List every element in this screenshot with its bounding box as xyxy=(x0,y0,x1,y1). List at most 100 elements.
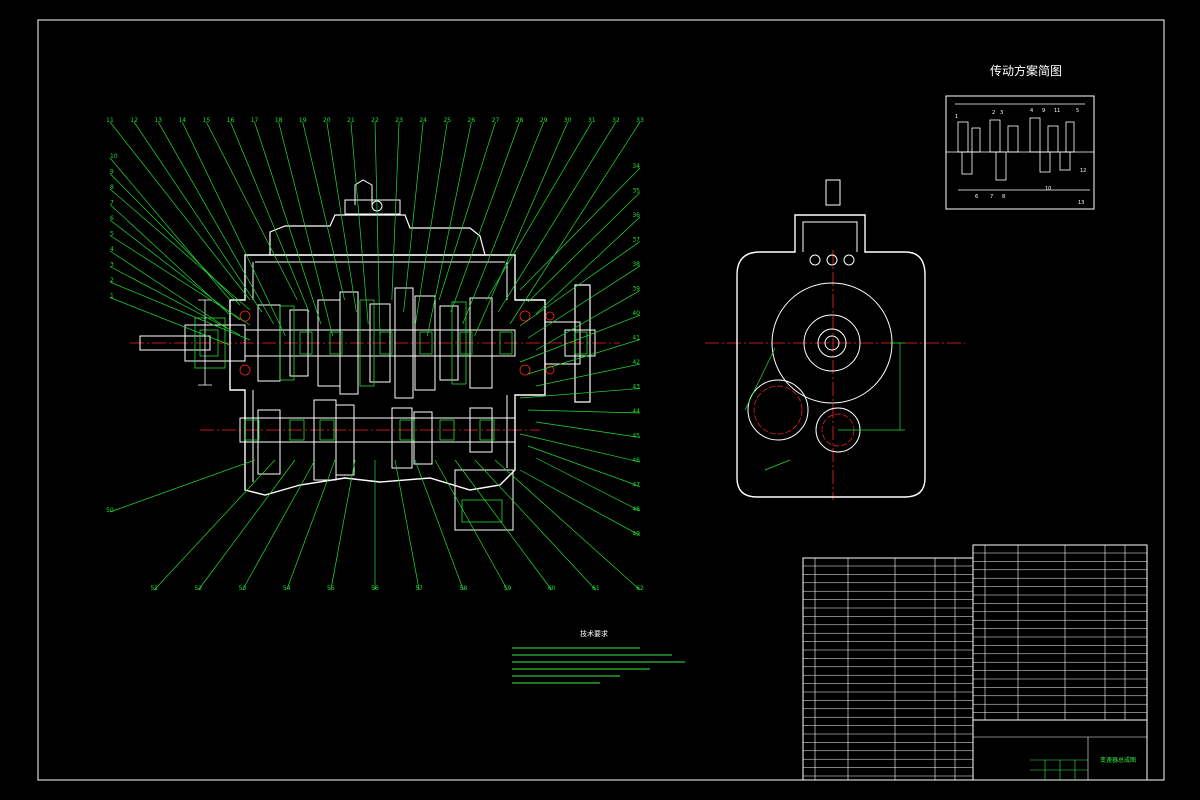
callout-left: 4 xyxy=(110,246,114,253)
tech-requirements: 技术要求 xyxy=(512,629,685,684)
callout-top: 26 xyxy=(468,117,476,124)
callout-right: 48 xyxy=(632,506,640,513)
callout-left: 7 xyxy=(110,200,114,207)
scheme-number: 4 xyxy=(1030,108,1033,114)
scheme-number: 7 xyxy=(990,194,993,200)
scheme-title: 传动方案简图 xyxy=(990,63,1062,78)
leader-line xyxy=(302,121,345,301)
callout-right: 47 xyxy=(632,482,640,489)
callout-bottom: 56 xyxy=(371,585,379,592)
callout-left: 9 xyxy=(110,169,114,176)
callout-top: 32 xyxy=(612,117,620,124)
leader-line xyxy=(286,459,336,591)
leader-line xyxy=(519,314,641,363)
leader-line xyxy=(527,192,641,303)
callout-right: 35 xyxy=(632,188,640,195)
leader-line xyxy=(519,167,641,291)
callout-top: 19 xyxy=(299,117,307,124)
scheme-number: 13 xyxy=(1078,200,1084,206)
leader-line xyxy=(535,363,641,387)
scheme-number: 2 xyxy=(992,110,995,116)
leader-line xyxy=(434,459,508,591)
leader-line xyxy=(109,157,231,301)
callout-left: 1 xyxy=(110,293,114,300)
leader-line xyxy=(414,459,464,591)
callout-right: 40 xyxy=(632,310,640,317)
leader-line xyxy=(206,121,298,301)
leader-line xyxy=(527,445,641,487)
leader-line xyxy=(391,121,400,301)
callout-bottom: 50 xyxy=(106,507,114,514)
callout-top: 15 xyxy=(203,117,211,124)
callout-top: 25 xyxy=(443,117,451,124)
scheme-number: 8 xyxy=(1002,194,1005,200)
callout-left: 10 xyxy=(110,153,118,160)
callout-right: 37 xyxy=(632,237,640,244)
leader-line xyxy=(109,219,241,321)
leader-line xyxy=(535,457,641,512)
callout-right: 46 xyxy=(632,457,640,464)
callout-bottom: 59 xyxy=(504,585,512,592)
leader-line xyxy=(462,121,544,325)
callout-top: 23 xyxy=(395,117,403,124)
leader-line xyxy=(109,235,251,326)
scheme-number: 1 xyxy=(955,114,958,120)
leader-line xyxy=(394,459,420,591)
leader-line xyxy=(109,266,241,336)
leader-line xyxy=(535,216,641,315)
callout-top: 22 xyxy=(371,117,379,124)
callout-left: 6 xyxy=(110,215,114,222)
leader-line xyxy=(403,121,424,313)
leader-line xyxy=(109,281,251,341)
callout-right: 39 xyxy=(632,286,640,293)
scheme-number: 10 xyxy=(1045,186,1051,192)
leader-line xyxy=(330,459,356,591)
callout-right: 42 xyxy=(632,359,640,366)
leader-line xyxy=(181,121,286,337)
callout-top: 11 xyxy=(106,117,114,124)
callout-right: 44 xyxy=(632,408,640,415)
callout-right: 43 xyxy=(632,384,640,391)
leader-line xyxy=(486,121,593,301)
leader-line xyxy=(350,121,369,325)
callout-right: 49 xyxy=(632,531,640,538)
leader-line xyxy=(426,121,472,337)
leader-line xyxy=(527,409,641,414)
leader-line xyxy=(109,297,231,346)
callout-bottom: 57 xyxy=(415,585,423,592)
scheme-number: 12 xyxy=(1080,168,1086,174)
callout-left: 3 xyxy=(110,262,114,269)
leader-line xyxy=(153,459,276,591)
tech-requirements-title: 技术要求 xyxy=(580,629,608,638)
callout-bottom: 61 xyxy=(592,585,600,592)
callout-top: 21 xyxy=(347,117,355,124)
callout-bottom: 62 xyxy=(636,585,644,592)
callout-top: 29 xyxy=(540,117,548,124)
leader-line xyxy=(109,121,251,301)
leader-line xyxy=(535,421,641,438)
leader-line xyxy=(535,290,641,351)
callout-right: 41 xyxy=(632,335,640,342)
callout-bottom: 53 xyxy=(239,585,247,592)
callout-bottom: 58 xyxy=(460,585,468,592)
callout-bottom: 60 xyxy=(548,585,556,592)
leader-line xyxy=(198,459,296,591)
leader-line xyxy=(497,121,617,313)
scheme-number: 9 xyxy=(1042,108,1045,114)
leader-line xyxy=(527,339,641,375)
gearbox-side-view xyxy=(705,179,965,500)
callout-top: 33 xyxy=(636,117,644,124)
callout-top: 28 xyxy=(516,117,524,124)
scheme-number: 11 xyxy=(1054,108,1060,114)
leader-line xyxy=(519,433,641,463)
leader-line xyxy=(326,121,357,313)
callout-bottom: 55 xyxy=(327,585,335,592)
leader-line xyxy=(242,459,316,591)
callout-right: 34 xyxy=(632,163,640,170)
callout-top: 14 xyxy=(178,117,186,124)
leader-line xyxy=(450,121,520,313)
drawing-border xyxy=(37,19,1165,781)
